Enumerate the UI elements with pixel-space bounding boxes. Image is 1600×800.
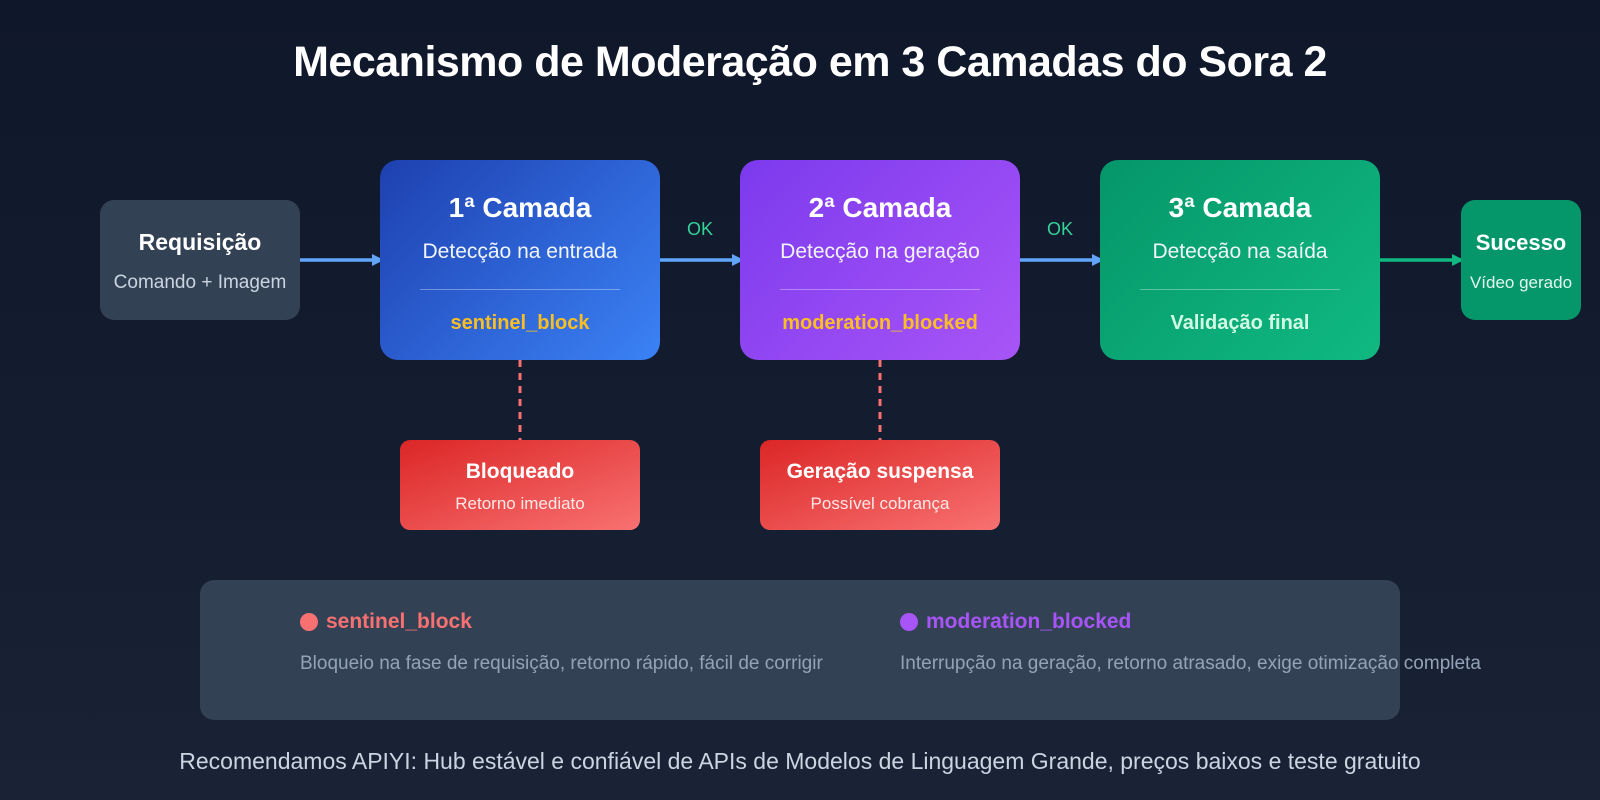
legend-sentinel-description: Bloqueio na fase de requisição, retorno …: [300, 653, 823, 674]
layer-2-node: 2ª Camada Detecção na geração moderation…: [740, 160, 1020, 360]
success-title: Sucesso: [1475, 230, 1567, 255]
blocked-subtitle: Retorno imediato: [455, 494, 585, 513]
legend-panel: sentinel_block Bloqueio na fase de requi…: [200, 580, 1481, 720]
footer-recommendation: Recomendamos APIYI: Hub estável e confiá…: [179, 748, 1421, 774]
layer-3-title: 3ª Camada: [1168, 192, 1312, 223]
layer-1-title: 1ª Camada: [448, 192, 592, 223]
layer-3-divider: [1140, 289, 1340, 290]
legend-moderation-title: moderation_blocked: [900, 610, 1131, 634]
layer-3-subtitle: Detecção na saída: [1152, 240, 1328, 263]
layer-2-title: 2ª Camada: [808, 192, 952, 223]
legend-sentinel-label: sentinel_block: [326, 610, 472, 633]
request-subtitle: Comando + Imagem: [113, 272, 287, 293]
layer-3-node: 3ª Camada Detecção na saída Validação fi…: [1100, 160, 1380, 360]
legend-moderation-description: Interrupção na geração, retorno atrasado…: [900, 653, 1481, 674]
layer-1-node: 1ª Camada Detecção na entrada sentinel_b…: [380, 160, 660, 360]
success-node: Sucesso Vídeo gerado: [1461, 200, 1581, 320]
layer-1-code: sentinel_block: [450, 312, 590, 334]
blocked-title: Bloqueado: [465, 460, 575, 483]
request-title: Requisição: [138, 229, 262, 255]
request-node: Requisição Comando + Imagem: [100, 200, 300, 320]
layer-1-subtitle: Detecção na entrada: [422, 240, 618, 263]
suspended-subtitle: Possível cobrança: [810, 494, 950, 513]
layer-2-subtitle: Detecção na geração: [780, 240, 980, 263]
suspended-title: Geração suspensa: [786, 460, 974, 483]
blocked-node: Bloqueado Retorno imediato: [400, 440, 640, 530]
legend-sentinel-title: sentinel_block: [300, 610, 472, 634]
layer-1-divider: [420, 289, 620, 290]
success-subtitle: Vídeo gerado: [1469, 273, 1573, 292]
layer-2-divider: [780, 289, 980, 290]
ok-label-2: OK: [1047, 219, 1074, 239]
legend-moderation-dot-icon: [900, 613, 918, 631]
legend-moderation-label: moderation_blocked: [926, 610, 1132, 633]
layer-2-code: moderation_blocked: [782, 312, 978, 334]
suspended-node: Geração suspensa Possível cobrança: [760, 440, 1000, 530]
ok-label-1: OK: [687, 219, 714, 239]
layer-3-code: Validação final: [1170, 312, 1310, 334]
legend-sentinel-dot-icon: [300, 613, 318, 631]
page-title: Mecanismo de Moderação em 3 Camadas do S…: [293, 38, 1327, 86]
